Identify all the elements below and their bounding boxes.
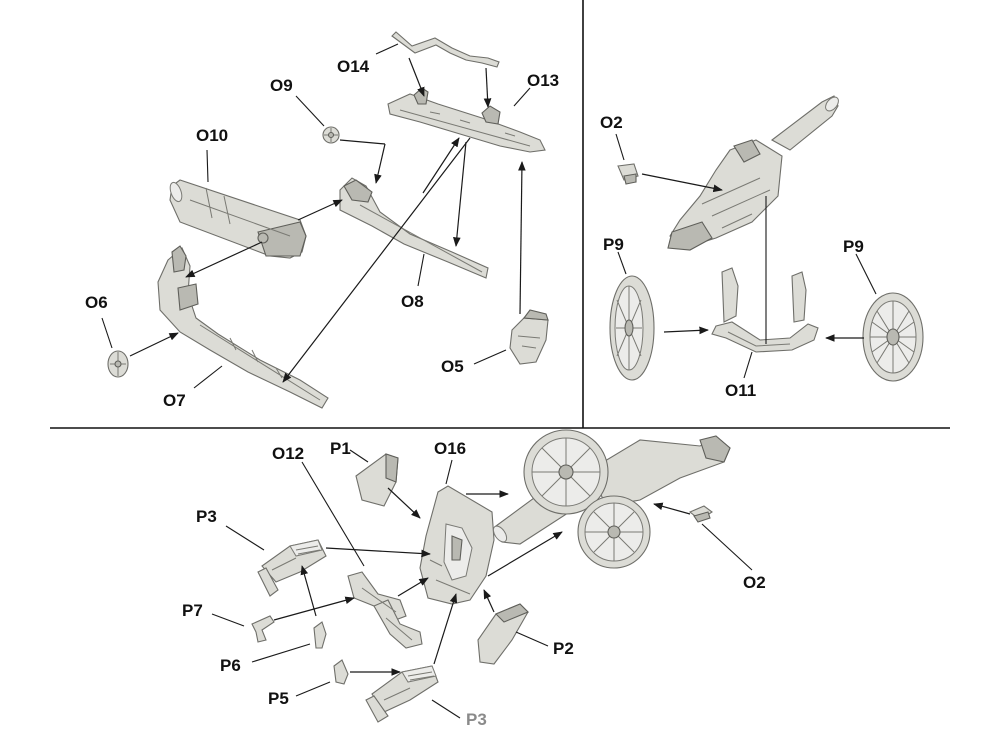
leader-o5: [473, 349, 507, 365]
label-o9: O9: [270, 76, 293, 95]
label-o12: O12: [272, 444, 305, 463]
part-o6-wheel: [107, 350, 129, 378]
label-p9-left: P9: [603, 235, 624, 254]
leader-o6: [101, 317, 113, 349]
arrow-o14-b: [483, 67, 492, 108]
arrow-o14-a: [408, 57, 425, 97]
part-o2-bottom: [688, 505, 713, 523]
leader-o14: [375, 43, 399, 55]
arrow-o10: [297, 199, 343, 221]
arrow-o13-down: [422, 137, 460, 194]
part-p7: [251, 615, 275, 643]
leader-o13: [513, 87, 531, 107]
part-o9-handwheel: [322, 126, 340, 144]
label-p7: P7: [182, 601, 203, 620]
label-p6: P6: [220, 656, 241, 675]
label-o7: O7: [163, 391, 186, 410]
part-p2: [477, 603, 529, 665]
label-o14: O14: [337, 57, 370, 76]
part-p6: [313, 621, 327, 649]
leader-p9-left: [617, 251, 627, 275]
label-p5: P5: [268, 689, 289, 708]
label-o11: O11: [725, 381, 757, 400]
label-p2: P2: [553, 639, 574, 658]
part-p3-top: [257, 539, 327, 597]
part-o12-brackets: [347, 571, 423, 649]
part-o10-barrel: [169, 179, 307, 259]
leader-p3-bottom: [431, 699, 461, 719]
label-o16: O16: [434, 439, 467, 458]
arrow-p3-top: [325, 547, 431, 558]
label-p9-right: P9: [843, 237, 864, 256]
part-p1: [355, 453, 399, 507]
arrow-o2-bottom: [653, 502, 691, 515]
leader-p6: [251, 643, 311, 663]
leader-p7: [211, 613, 245, 627]
part-o16-shield: [419, 485, 495, 605]
leader-p1: [349, 449, 369, 463]
arrow-o5: [518, 161, 526, 315]
arrow-o2-top: [641, 173, 723, 193]
arrow-o6: [129, 332, 179, 357]
arrow-o9: [339, 139, 386, 145]
part-o5-block: [509, 309, 549, 365]
part-assembled-gun: [492, 429, 731, 569]
label-p1: P1: [330, 439, 351, 458]
label-o13: O13: [527, 71, 560, 90]
arrow-o13-o8: [453, 141, 467, 247]
part-howitzer-body: [667, 95, 839, 251]
leader-p3-top: [225, 525, 265, 551]
label-o2-bottom: O2: [743, 573, 766, 592]
arrow-p1: [387, 487, 421, 519]
label-o8: O8: [401, 292, 424, 311]
part-o2-top: [617, 163, 639, 185]
label-p3-top: P3: [196, 507, 217, 526]
part-p5: [333, 659, 349, 685]
label-o10: O10: [196, 126, 229, 145]
label-o2-top: O2: [600, 113, 623, 132]
part-p3-bottom: [365, 665, 439, 723]
leader-p2: [515, 631, 549, 647]
leader-o16: [445, 459, 453, 485]
part-p9-wheel-right: [862, 292, 924, 382]
leader-p5: [295, 681, 331, 697]
part-o7-carriage: [157, 245, 329, 409]
leader-o2-top: [615, 133, 625, 161]
part-o11-axle: [711, 267, 819, 353]
label-o6: O6: [85, 293, 108, 312]
leader-o11: [743, 351, 753, 379]
leader-o10: [206, 149, 209, 183]
arrow-o12: [397, 577, 429, 597]
arrow-p9-left: [663, 326, 709, 335]
leader-o7: [193, 365, 223, 389]
arrow-p3-bottom: [433, 593, 458, 665]
leader-o8: [417, 253, 425, 287]
arrow-p2: [483, 589, 495, 613]
arrow-o13-o7: [282, 137, 471, 383]
leader-o9: [295, 95, 325, 127]
arrow-o16-gun-b: [487, 531, 563, 577]
label-o5: O5: [441, 357, 464, 376]
leader-o12: [301, 461, 365, 567]
part-p9-wheel-left: [609, 275, 655, 381]
part-o8-trail: [339, 177, 489, 279]
leader-p9-right: [855, 253, 877, 295]
leader-o2-bottom: [701, 523, 753, 571]
arrow-p6: [300, 565, 317, 617]
arrow-o9-down: [374, 143, 386, 184]
label-p3-bottom: P3: [466, 710, 487, 729]
arrow-o10-o7: [185, 241, 263, 278]
part-o14-bar: [391, 31, 500, 68]
